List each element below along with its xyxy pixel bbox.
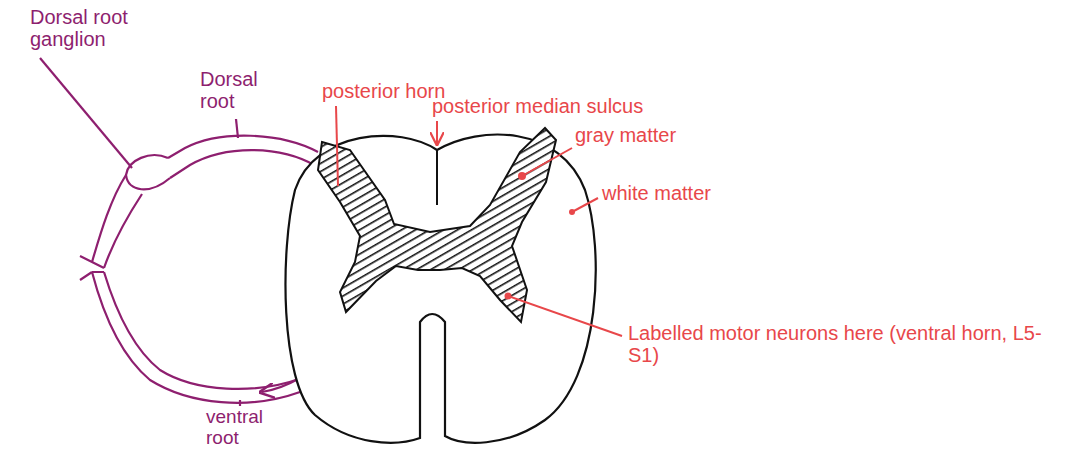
dorsal-root-ganglion-shape: [126, 155, 170, 189]
dorsal-root-lower: [170, 150, 316, 178]
dorsal-root-distal: [92, 175, 126, 262]
structure-label: Dorsal root: [200, 68, 272, 112]
dorsal-root-leader: [236, 119, 238, 138]
structure-label: gray matter: [575, 124, 676, 146]
leader-dot: [569, 209, 575, 215]
sulcus-leader: [436, 121, 438, 143]
ganglion-leader: [40, 58, 132, 168]
spinal-nerve-split: [80, 256, 104, 280]
white-matter-leader: [572, 198, 598, 212]
posterior-median-sulcus-line: [436, 150, 438, 205]
leader-dot: [505, 293, 512, 300]
ventral-root-outer: [92, 272, 300, 403]
structure-label: ventral root: [206, 407, 286, 449]
gray-matter-leader: [522, 148, 572, 176]
ventral-root-inner: [104, 272, 302, 389]
leader-dot: [518, 172, 526, 180]
dorsal-root-upper: [168, 136, 318, 158]
callout-note: Labelled motor neurons here (ventral hor…: [628, 322, 1048, 366]
ventral-root-leader: [239, 400, 241, 406]
structure-label: white matter: [602, 182, 711, 204]
structure-label: posterior median sulcus: [432, 95, 643, 117]
structure-label: Dorsal root ganglion: [30, 6, 155, 50]
gray-matter: [318, 128, 556, 322]
dorsal-root-distal-inner: [104, 194, 142, 268]
leader-dots: [505, 172, 576, 300]
posterior-horn-leader: [336, 106, 338, 186]
structure-label: posterior horn: [322, 80, 445, 102]
motor-neuron-leader: [508, 296, 622, 336]
